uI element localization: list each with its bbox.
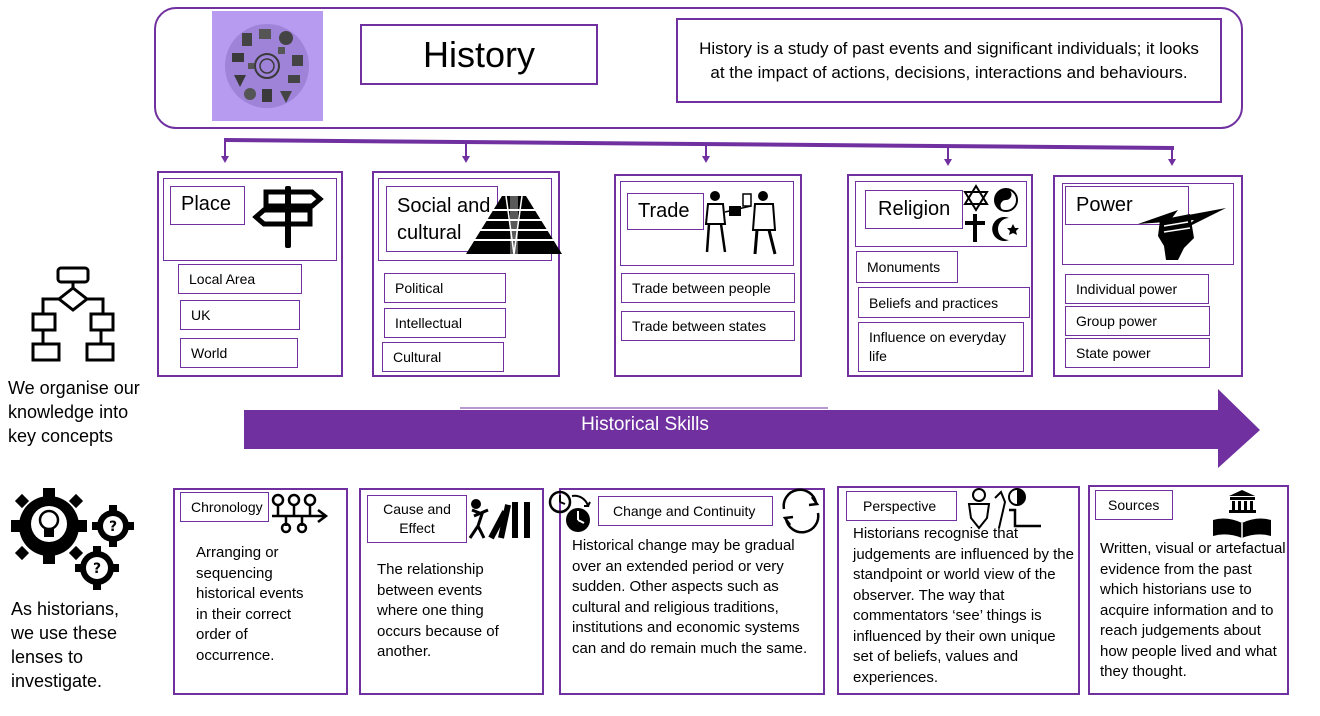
traders-icon xyxy=(704,191,777,255)
cycle-arrows-icon xyxy=(782,488,820,534)
concept-power-item: Individual power xyxy=(1065,274,1209,304)
skill-perspective-card xyxy=(837,486,1080,695)
book-library-icon xyxy=(1213,490,1271,538)
concept-power-header xyxy=(1062,183,1234,265)
clocks-icon xyxy=(548,490,591,532)
concept-trade-item: Trade between people xyxy=(621,273,795,303)
concept-power-item: Group power xyxy=(1065,306,1210,336)
skill-cause-text: The relationship between events where on… xyxy=(377,561,499,660)
concept-place-item: UK xyxy=(180,300,300,330)
concept-social-item: Intellectual xyxy=(384,308,506,338)
concept-trade-card xyxy=(614,174,802,377)
skill-sources-title: Sources xyxy=(1095,490,1173,520)
concept-religion-item: Influence on everyday life xyxy=(858,322,1024,372)
concept-place-title: Place xyxy=(170,186,245,225)
skill-change-title: Change and Continuity xyxy=(598,496,773,526)
skill-chronology-card xyxy=(173,488,348,695)
pyramid-icon xyxy=(466,195,562,255)
concept-religion-item: Monuments xyxy=(856,251,958,283)
signpost-icon xyxy=(252,186,324,248)
skills-banner-label: Historical Skills xyxy=(581,414,709,435)
concept-social-card xyxy=(372,171,560,377)
religious-symbols-icon xyxy=(963,184,1019,242)
lenses-caption: As historians, we use these lenses to in… xyxy=(11,599,120,691)
concept-place-card xyxy=(157,171,343,377)
dominoes-icon xyxy=(468,499,530,540)
skill-sources-card xyxy=(1088,485,1289,695)
header-panel xyxy=(154,7,1243,129)
skill-chronology-text: Arranging or sequencing historical event… xyxy=(196,544,304,664)
gears-lightbulb-icon: ? ? xyxy=(11,488,134,590)
skill-cause-card xyxy=(359,488,544,695)
page-title: History xyxy=(360,24,598,85)
organise-caption: We organise our knowledge into key conce… xyxy=(8,378,140,446)
fist-lightning-icon xyxy=(1138,208,1226,260)
concept-social-title: Social and cultural xyxy=(386,186,498,252)
concept-trade-header xyxy=(620,181,794,266)
concept-power-title: Power xyxy=(1065,186,1189,225)
skill-chronology-title: Chronology xyxy=(180,492,269,522)
concept-place-item: World xyxy=(180,338,298,368)
concept-trade-item: Trade between states xyxy=(621,311,795,341)
concept-place-header xyxy=(163,178,337,261)
historical-skills-arrow xyxy=(244,389,1260,468)
concept-religion-title: Religion xyxy=(865,190,963,229)
history-logo xyxy=(212,11,323,121)
concept-power-item: State power xyxy=(1065,338,1210,368)
concept-trade-title: Trade xyxy=(627,193,704,230)
skill-perspective-text: Historians recognise that judgements are… xyxy=(853,525,1074,686)
svg-text:?: ? xyxy=(93,561,101,577)
svg-text:?: ? xyxy=(109,519,117,535)
concept-power-card xyxy=(1053,175,1243,377)
skill-change-text: Historical change may be gradual over an… xyxy=(572,537,808,657)
timeline-icon xyxy=(271,493,329,534)
skill-change-card xyxy=(559,488,825,695)
concept-social-item: Political xyxy=(384,273,506,303)
concept-place-item: Local Area xyxy=(178,264,302,294)
skill-sources-text: Written, visual or artefactual evidence … xyxy=(1100,540,1286,680)
skill-perspective-title: Perspective xyxy=(846,491,957,521)
concept-religion-item: Beliefs and practices xyxy=(858,287,1030,318)
history-definition: History is a study of past events and si… xyxy=(676,18,1222,103)
concept-religion-header xyxy=(855,181,1027,247)
flowchart-icon xyxy=(31,266,115,362)
skill-cause-title: Cause and Effect xyxy=(367,495,467,543)
history-collage-icon xyxy=(225,24,309,108)
concept-social-item: Cultural xyxy=(382,342,504,372)
concept-religion-card xyxy=(847,174,1033,377)
perspective-figures-icon xyxy=(967,488,1041,530)
concept-social-header xyxy=(378,178,552,261)
